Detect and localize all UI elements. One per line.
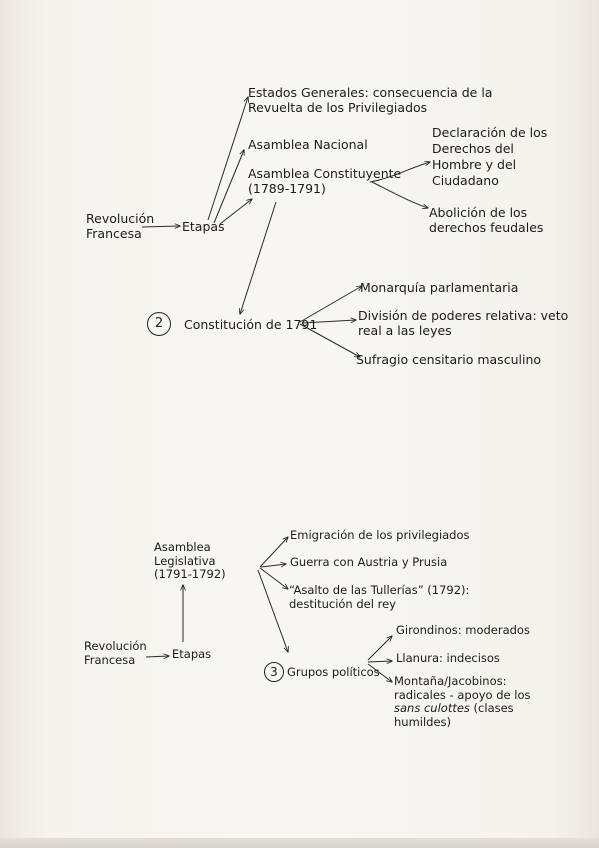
arrow-root2-to-etapas2 <box>145 656 169 657</box>
declaracion-line-2: Derechos del <box>432 141 514 156</box>
declaracion-line-4: Ciudadano <box>432 173 499 188</box>
etapas-node-2: Etapas <box>172 647 212 661</box>
arrow-to-division <box>301 320 356 324</box>
monarquia-node: Monarquía parlamentaria <box>360 280 519 295</box>
root-line-1: Revolución <box>86 211 155 226</box>
montana-line-2: radicales - apoyo de los <box>394 687 531 702</box>
arrow-to-asalto <box>259 567 288 589</box>
legislativa-line-3: (1791-1792) <box>154 567 226 581</box>
sufragio-node: Sufragio censitario masculino <box>356 352 542 367</box>
arrow-etapas-to-estados <box>207 97 248 221</box>
sans-culottes-italic: sans culottes <box>394 701 470 715</box>
asamblea-legislativa-node: Asamblea Legislativa (1791-1792) <box>154 540 226 582</box>
root-line-2: Francesa <box>86 226 142 241</box>
asamblea-constituyente-node: Asamblea Constituyente (1789-1791) <box>248 166 401 196</box>
arrow-to-abolicion <box>371 181 428 208</box>
arrow-to-montana <box>367 663 392 682</box>
arrow-to-llanura <box>367 661 392 662</box>
asamblea-nacional-node: Asamblea Nacional <box>248 137 368 152</box>
arrow-to-emigracion <box>259 537 288 568</box>
abolicion-line-2: derechos feudales <box>429 220 544 235</box>
constitucion-node: Constitución de 1791 <box>184 317 318 332</box>
arrow-etapas-to-asamblea-nacional <box>213 150 244 224</box>
abolicion-line-1: Abolición de los <box>429 205 528 220</box>
arrow-root-to-etapas <box>141 226 180 227</box>
root-node: Revolución Francesa <box>86 211 154 241</box>
estados-line-2: Revuelta de los Privilegiados <box>248 100 428 115</box>
arrow-to-monarquia <box>299 286 362 323</box>
asalto-line-1: “Asalto de las Tullerías” (1792): <box>289 583 470 597</box>
arrow-etapas-to-asamblea-constituyente <box>219 199 252 225</box>
page-bottom-edge <box>0 838 599 848</box>
section-number-2: 2 <box>147 312 171 336</box>
girondinos-node: Girondinos: moderados <box>396 623 530 637</box>
root-node-2: Revolución Francesa <box>84 639 147 667</box>
estados-generales-node: Estados Generales: consecuencia de la Re… <box>248 85 492 115</box>
division-poderes-node: División de poderes relativa: veto real … <box>358 308 568 338</box>
montana-line-1: Montaña/Jacobinos: <box>394 674 507 688</box>
constituyente-line-1: Asamblea Constituyente <box>248 166 402 181</box>
grupos-politicos-node: Grupos políticos <box>287 665 380 679</box>
estados-line-1: Estados Generales: consecuencia de la <box>248 85 493 100</box>
legislativa-line-2: Legislativa <box>154 553 216 568</box>
montana-line-3-rest: (clases <box>469 701 514 715</box>
montana-line-4: humildes) <box>394 714 452 729</box>
emigracion-node: Emigración de los privilegiados <box>290 528 470 542</box>
guerra-node: Guerra con Austria y Prusia <box>290 555 448 569</box>
llanura-node: Llanura: indecisos <box>396 651 500 665</box>
legislativa-line-1: Asamblea <box>154 540 211 554</box>
declaracion-line-3: Hombre y del <box>432 157 517 172</box>
division-line-1: División de poderes relativa: veto <box>358 308 569 323</box>
abolicion-node: Abolición de los derechos feudales <box>429 205 543 235</box>
arrow-to-guerra <box>260 564 286 568</box>
etapas-node: Etapas <box>182 219 225 234</box>
arrow-to-girondinos <box>367 636 392 661</box>
root2-line-2: Francesa <box>84 652 136 667</box>
constituyente-line-2: (1789-1791) <box>248 181 326 196</box>
montana-line-3: sans culottes (clases <box>394 701 531 716</box>
section-number-3: 3 <box>264 662 284 682</box>
arrow-to-grupos <box>257 569 288 652</box>
arrow-constituyente-to-constitucion <box>240 201 277 314</box>
arrow-to-declaracion <box>369 162 430 183</box>
root2-line-1: Revolución <box>84 639 147 653</box>
division-line-2: real a las leyes <box>358 323 452 338</box>
arrow-to-sufragio <box>299 323 360 357</box>
declaracion-node: Declaración de los Derechos del Hombre y… <box>432 125 547 189</box>
declaracion-line-1: Declaración de los <box>432 125 548 140</box>
montana-node: Montaña/Jacobinos: radicales - apoyo de … <box>394 674 531 729</box>
asalto-node: “Asalto de las Tullerías” (1792): destit… <box>289 583 470 611</box>
asalto-line-2: destitución del rey <box>289 596 396 611</box>
